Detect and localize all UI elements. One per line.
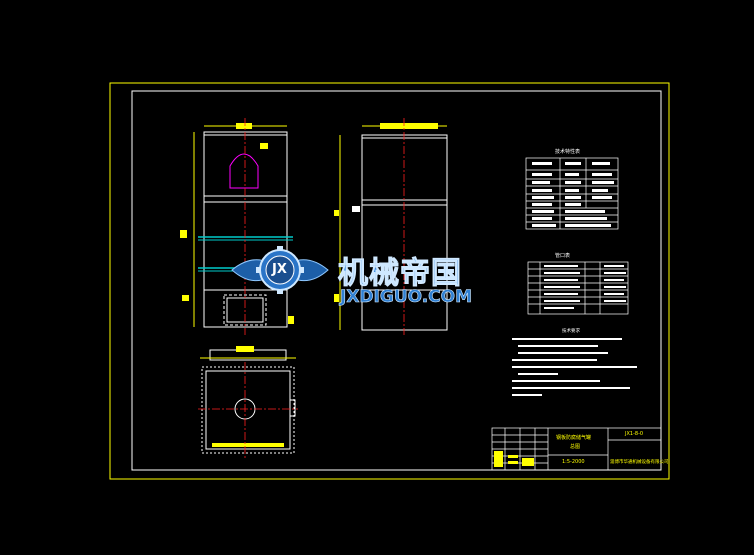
title-block-drawing-no: JX1-8-0 [625, 431, 644, 437]
watermark-url: JXDIGUO.COM [340, 287, 473, 308]
front-elevation-view [180, 123, 294, 328]
title-block-scale: 1:5-2000 [562, 459, 585, 465]
parts-table-title: 管口表 [555, 253, 571, 259]
plan-view [200, 346, 296, 454]
parts-table-cells [544, 265, 626, 309]
outer-frame [109, 82, 670, 480]
title-block-name-line2: 总图 [570, 444, 581, 450]
title-block-company: 淄博市华通机械设备有限公司 [610, 460, 669, 465]
side-elevation-view [334, 123, 448, 331]
parts-table [527, 261, 629, 315]
logo-emblem-letters: JX [272, 262, 287, 277]
watermark-chinese-title: 机械帝国 [338, 256, 462, 292]
spec-table-title: 技术特性表 [555, 149, 581, 155]
inner-frame [131, 90, 662, 471]
technical-notes [512, 338, 637, 396]
technical-notes-title: 技术要求 [562, 329, 580, 334]
spec-table [525, 157, 619, 230]
logo-emblem [231, 246, 329, 294]
title-block-marks [494, 451, 534, 467]
title-block-name-line1: 钢板防腐储气罐 [556, 435, 592, 441]
manway-arch [229, 153, 259, 189]
spec-table-cells [532, 162, 614, 227]
